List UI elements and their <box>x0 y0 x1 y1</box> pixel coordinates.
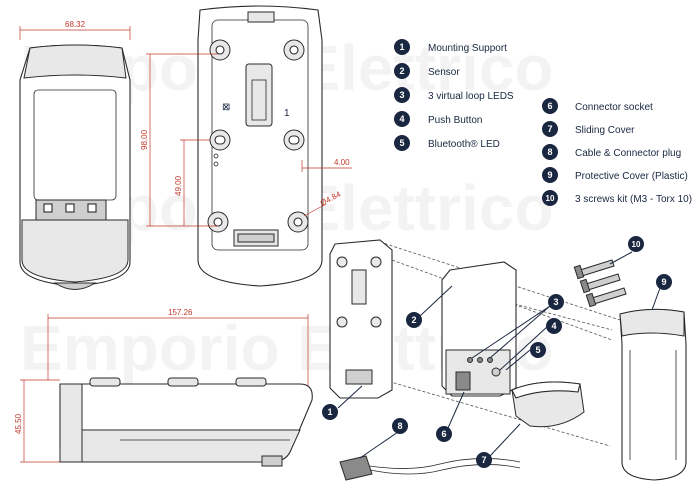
svg-text:9: 9 <box>547 170 552 180</box>
svg-text:4: 4 <box>399 114 404 124</box>
legend-badge-9 <box>542 167 558 183</box>
legend-item-5: 5 Bluetooth® LED <box>394 135 500 151</box>
back-slot <box>245 63 273 127</box>
legend-item-7: 7 Sliding Cover <box>542 121 635 137</box>
legend-label-2: Sensor <box>428 67 460 78</box>
legend-column-1: 1 Mounting Support 2 Sensor 3 3 virtual … <box>394 39 514 151</box>
callout-badge-6 <box>436 426 452 442</box>
legend-label-7: Sliding Cover <box>575 125 635 136</box>
callout-badge-5 <box>530 342 546 358</box>
exploded-connector-plug <box>339 455 373 481</box>
legend-badge-10 <box>542 190 558 206</box>
front-cable-exit <box>53 282 97 290</box>
exploded-led-3 <box>487 357 493 363</box>
svg-text:8: 8 <box>397 421 402 431</box>
side-back-plate <box>59 383 83 463</box>
callout-badge-10 <box>628 236 644 252</box>
legend-label-4: Push Button <box>428 115 482 126</box>
legend-item-3: 3 3 virtual loop LEDS <box>394 87 514 103</box>
exploded-screws <box>573 259 627 308</box>
legend-label-9: Protective Cover (Plastic) <box>575 171 688 182</box>
svg-text:1: 1 <box>327 407 332 417</box>
front-bottom-cover <box>21 219 129 283</box>
legend-item-9: 9 Protective Cover (Plastic) <box>542 167 688 183</box>
svg-text:10: 10 <box>546 194 555 203</box>
svg-text:4: 4 <box>551 321 556 331</box>
callout-badge-7 <box>476 452 492 468</box>
exploded-mounting-support <box>329 239 393 399</box>
legend-label-10: 3 screws kit (M3 - Torx 10) <box>575 194 692 205</box>
legend-label-3: 3 virtual loop LEDS <box>428 91 514 102</box>
exploded-view-drawing <box>329 239 687 481</box>
callout-badge-8 <box>392 418 408 434</box>
back-mount-mark: 1 <box>284 108 290 119</box>
height-dim-label: 98.00 <box>140 129 149 150</box>
svg-text:8: 8 <box>547 147 552 157</box>
svg-text:5: 5 <box>535 345 540 355</box>
legend-badge-2 <box>394 63 410 79</box>
exploded-led-2 <box>477 357 483 363</box>
exploded-cable <box>369 458 521 469</box>
svg-text:2: 2 <box>399 66 404 76</box>
legend-column-2: 6 Connector socket 7 Sliding Cover 8 Cab… <box>542 98 692 206</box>
svg-text:9: 9 <box>661 277 666 287</box>
svg-text:6: 6 <box>547 101 552 111</box>
front-view-drawing: 68.32 <box>19 20 131 290</box>
svg-text:2: 2 <box>411 315 416 325</box>
legend-item-8: 8 Cable & Connector plug <box>542 144 681 160</box>
callout-badge-3 <box>548 294 564 310</box>
legend-badge-3 <box>394 87 410 103</box>
back-disposal-mark: ⊠ <box>222 102 230 113</box>
legend-item-4: 4 Push Button <box>394 111 482 127</box>
legend-item-6: 6 Connector socket <box>542 98 653 114</box>
side-length-dim-label: 157.26 <box>168 308 193 317</box>
legend-badge-7 <box>542 121 558 137</box>
svg-text:3: 3 <box>399 90 404 100</box>
svg-text:1: 1 <box>399 42 404 52</box>
offset-dim-label: 4.00 <box>334 158 350 167</box>
legend-badge-6 <box>542 98 558 114</box>
legend-label-1: Mounting Support <box>428 43 507 54</box>
svg-text:5: 5 <box>399 138 404 148</box>
hole-dim-line <box>303 203 327 217</box>
front-top-band <box>23 44 127 79</box>
legend-badge-4 <box>394 111 410 127</box>
callout-badge-9 <box>656 274 672 290</box>
svg-text:7: 7 <box>547 124 552 134</box>
svg-text:7: 7 <box>481 455 486 465</box>
legend-badge-1 <box>394 39 410 55</box>
legend-badge-5 <box>394 135 410 151</box>
svg-text:6: 6 <box>441 429 446 439</box>
legend-label-8: Cable & Connector plug <box>575 148 681 159</box>
side-view-drawing: 157.26 45.50 <box>14 308 313 467</box>
exploded-led-1 <box>467 357 473 363</box>
legend-item-10: 10 3 screws kit (M3 - Torx 10) <box>542 190 692 206</box>
svg-text:10: 10 <box>632 240 641 249</box>
legend-label-6: Connector socket <box>575 102 653 113</box>
legend-item-2: 2 Sensor <box>394 63 460 79</box>
callout-badge-2 <box>406 312 422 328</box>
legend-item-1: 1 Mounting Support <box>394 39 507 55</box>
legend-label-5: Bluetooth® LED <box>428 139 500 150</box>
legend-badge-8 <box>542 144 558 160</box>
callout-badge-4 <box>546 318 562 334</box>
half-height-dim-label: 49.00 <box>174 175 183 196</box>
callout-badge-1 <box>322 404 338 420</box>
exploded-callouts: 1 2 3 4 5 6 7 8 9 10 <box>322 236 672 468</box>
exploded-connector-socket <box>455 371 471 391</box>
side-depth-dim-label: 45.50 <box>14 413 23 434</box>
front-width-dim-label: 68.32 <box>65 20 86 29</box>
exploded-push-button <box>491 367 501 377</box>
svg-text:3: 3 <box>553 297 558 307</box>
